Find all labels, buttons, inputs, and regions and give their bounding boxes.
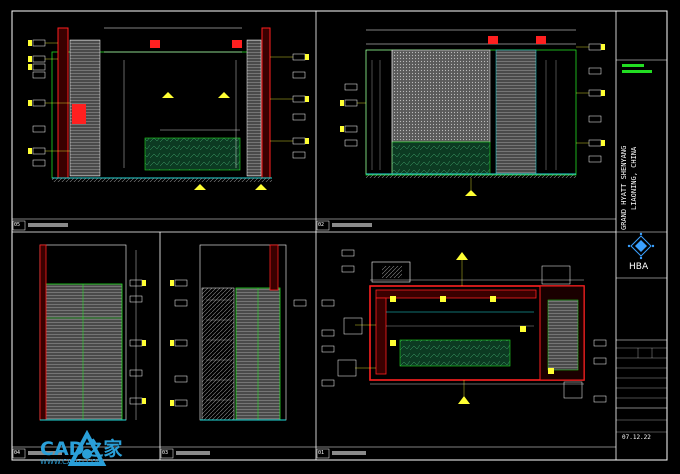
logo-text: HBA: [629, 262, 649, 272]
hba-logo: [627, 232, 655, 260]
panel-number-02: 02: [318, 222, 325, 228]
title-block: [616, 59, 667, 433]
panel-number-03: 03: [162, 450, 169, 456]
elevation-02: [340, 29, 605, 196]
panel-number-01: 01: [318, 450, 325, 456]
project-title-line1: GRAND HYATT SHENYANG: [620, 145, 628, 230]
panel-number-04: 04: [14, 450, 21, 456]
elevation-04: [39, 244, 146, 421]
plan-01: [321, 249, 607, 404]
project-title-line2: LIAONING, CHINA: [630, 146, 638, 210]
elevation-03: [170, 244, 307, 421]
panel-number-05: 05: [14, 222, 21, 228]
elevation-05: [28, 27, 309, 190]
watermark-brand: CAD之家: [40, 438, 123, 460]
cadzj-logo-icon: [67, 430, 107, 466]
project-title: GRAND HYATT SHENYANG LIAONING, CHINA: [612, 80, 656, 230]
watermark-url: WWW.CADZJ.COM: [40, 458, 103, 466]
sheet-border: [11, 10, 668, 461]
drawing-date: 07.12.22: [622, 434, 651, 441]
